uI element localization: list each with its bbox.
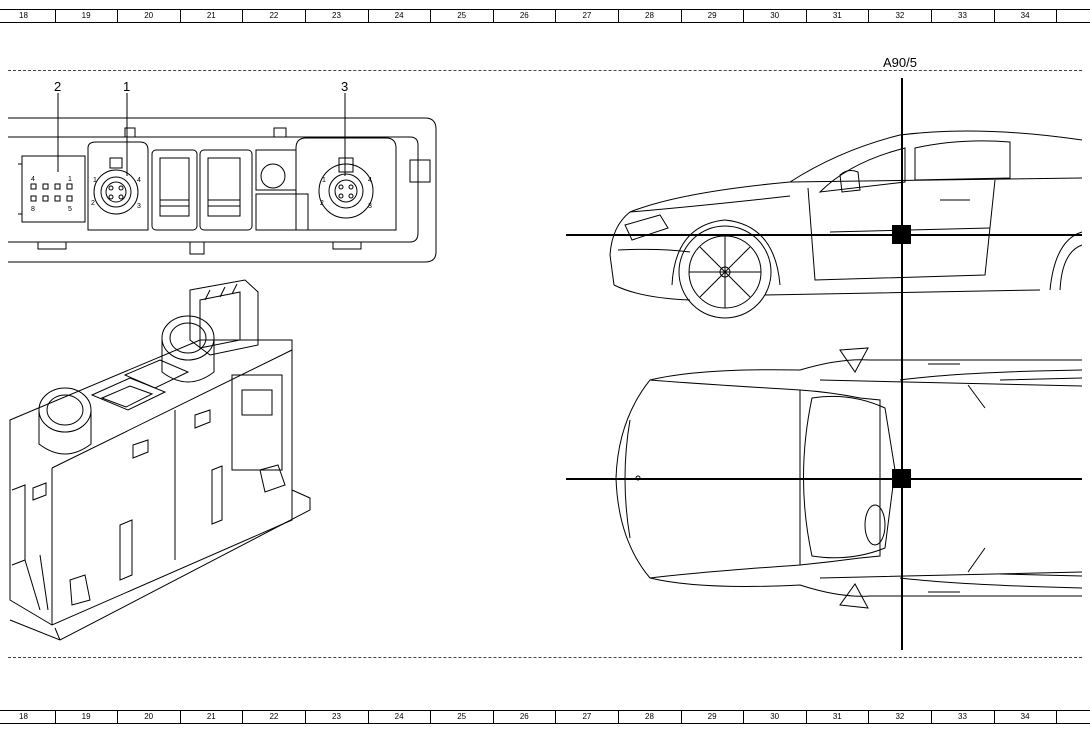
- round-connector-1: 1 4 2 3: [87, 141, 149, 231]
- column-tick-30: 30: [743, 711, 805, 723]
- column-tick-31: 31: [805, 10, 868, 22]
- column-tick-24: 24: [367, 10, 430, 22]
- column-tick-25: 25: [430, 10, 492, 22]
- location-marker-top: [892, 469, 911, 488]
- location-marker-side: [892, 225, 911, 244]
- column-tick-31: 31: [805, 711, 868, 723]
- column-tick-19: 19: [54, 10, 117, 22]
- column-tick-end: [1056, 10, 1090, 22]
- column-tick-20: 20: [117, 711, 179, 723]
- callout-1-label: 1: [123, 79, 130, 94]
- pin-label-3a: 3: [137, 203, 141, 210]
- column-tick-30: 30: [743, 10, 805, 22]
- column-tick-28: 28: [618, 711, 680, 723]
- column-tick-34: 34: [993, 10, 1056, 22]
- column-tick-33: 33: [931, 10, 993, 22]
- pin-label-4b: 4: [368, 177, 372, 184]
- vehicle-top-view: [615, 347, 1083, 609]
- connector-front-view: 4 1 8 5 1 4 2 3: [8, 93, 437, 263]
- pin-label-1: 1: [68, 176, 72, 183]
- column-tick-21: 21: [179, 10, 242, 22]
- column-tick-19: 19: [54, 711, 117, 723]
- column-tick-21: 21: [179, 711, 242, 723]
- pin-label-3b: 3: [368, 203, 372, 210]
- column-tick-29: 29: [680, 711, 743, 723]
- module-isometric-view: [9, 279, 311, 641]
- pin-label-5: 5: [68, 206, 72, 213]
- column-tick-26: 26: [492, 10, 555, 22]
- column-tick-33: 33: [931, 711, 993, 723]
- pin-label-4: 4: [31, 176, 35, 183]
- column-tick-28: 28: [618, 10, 680, 22]
- column-tick-23: 23: [305, 10, 367, 22]
- location-crosshair: [566, 78, 1082, 650]
- column-tick-22: 22: [242, 711, 304, 723]
- round-connector-3: 1 4 2 3: [295, 137, 397, 231]
- column-tick-24: 24: [367, 711, 430, 723]
- vehicle-side-view: [609, 130, 1083, 319]
- column-tick-34: 34: [993, 711, 1056, 723]
- callout-3-label: 3: [341, 79, 348, 94]
- pin-label-2b: 2: [320, 200, 324, 207]
- column-tick-26: 26: [492, 711, 555, 723]
- block-connector: 4 1 8 5: [18, 155, 86, 223]
- pin-label-4a: 4: [137, 177, 141, 184]
- column-tick-23: 23: [305, 711, 367, 723]
- column-tick-25: 25: [430, 711, 492, 723]
- top-dashed-frame: [8, 70, 1082, 71]
- callout-2-label: 2: [54, 79, 61, 94]
- column-tick-27: 27: [555, 10, 617, 22]
- pin-label-1b: 1: [322, 177, 326, 184]
- bottom-dashed-frame: [8, 657, 1082, 658]
- column-tick-20: 20: [117, 10, 179, 22]
- column-tick-29: 29: [680, 10, 743, 22]
- pin-label-1a: 1: [93, 177, 97, 184]
- column-tick-18: 18: [0, 711, 54, 723]
- column-tick-22: 22: [242, 10, 304, 22]
- location-label: A90/5: [883, 55, 917, 70]
- column-tick-27: 27: [555, 711, 617, 723]
- pin-label-8: 8: [31, 206, 35, 213]
- column-tick-32: 32: [868, 711, 930, 723]
- column-tick-32: 32: [868, 10, 930, 22]
- pin-label-2a: 2: [91, 200, 95, 207]
- column-tick-18: 18: [0, 10, 54, 22]
- column-tick-end: [1056, 711, 1090, 723]
